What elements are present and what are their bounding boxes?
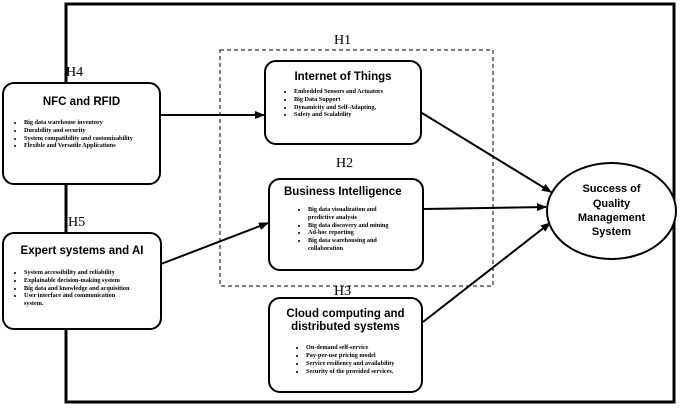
arrow-bi-to-outcome [423, 203, 547, 212]
label-h1: H1 [334, 33, 352, 48]
quality-management-success-node: Success of Quality Management System [546, 162, 677, 260]
list-item: Explainable decision-making system [24, 277, 130, 285]
expert-systems-box: Expert systems and AI System accessibili… [2, 232, 162, 330]
list-item: Big Data Support [294, 96, 420, 104]
list-item: Safety and Scalability [294, 111, 420, 119]
list-item: On-demand self-service [306, 344, 421, 352]
iot-box: Internet of Things Embedded Sensors and … [264, 60, 422, 145]
list-item: Flexible and Versatile Applications [24, 142, 145, 150]
list-item: User interface and communication system. [24, 292, 130, 308]
label-h4: H4 [66, 65, 84, 80]
arrow-expert-to-bi [160, 222, 269, 265]
list-item: Security of the provided services. [306, 368, 421, 376]
business-intelligence-list: Big data visualization and predictive an… [270, 206, 422, 253]
outcome-label: Success of Quality Management System [577, 183, 646, 239]
cloud-computing-title: Cloud computing and distributed systems [286, 308, 405, 334]
list-item: System accessibility and reliability [24, 269, 130, 277]
nfc-rfid-list: Big data warehouse inventory Durability … [4, 119, 159, 150]
expert-systems-list: System accessibility and reliability Exp… [4, 269, 160, 308]
business-intelligence-box: Business Intelligence Big data visualiza… [268, 178, 424, 271]
arrow-cloud-to-outcome [422, 222, 551, 323]
expert-systems-title: Expert systems and AI [20, 245, 144, 257]
list-item: Embedded Sensors and Actuators [294, 88, 420, 96]
list-item: Pay-per-use pricing model [306, 352, 421, 360]
list-item: Big data visualization and predictive an… [308, 206, 404, 222]
list-item: System compatibility and customizability [24, 135, 145, 143]
dashed-region [219, 49, 494, 287]
iot-title: Internet of Things [294, 71, 392, 83]
label-h2: H2 [336, 156, 354, 171]
nfc-rfid-box: NFC and RFID Big data warehouse inventor… [2, 82, 161, 185]
iot-list: Embedded Sensors and Actuators Big Data … [266, 88, 420, 119]
cloud-computing-box: Cloud computing and distributed systems … [268, 297, 423, 393]
list-item: Durability and security [24, 127, 145, 135]
list-item: Big data warehouse inventory [24, 119, 145, 127]
label-h3: H3 [334, 284, 352, 299]
list-item: Big data discovery and mining [308, 222, 404, 230]
business-intelligence-title: Business Intelligence [284, 186, 402, 198]
arrow-iot-to-outcome [421, 112, 552, 193]
list-item: Service resiliency and availability [306, 360, 421, 368]
list-item: Big data warehousing and collaboration [308, 237, 404, 253]
label-h5: H5 [68, 215, 86, 230]
list-item: Ad-hoc reporting [308, 229, 404, 237]
list-item: Dynamicity and Self-Adapting, [294, 104, 420, 112]
nfc-rfid-title: NFC and RFID [42, 96, 121, 108]
list-item: Big data and knowledge and acquisition [24, 285, 130, 293]
cloud-computing-list: On-demand self-service Pay-per-use prici… [270, 344, 421, 375]
